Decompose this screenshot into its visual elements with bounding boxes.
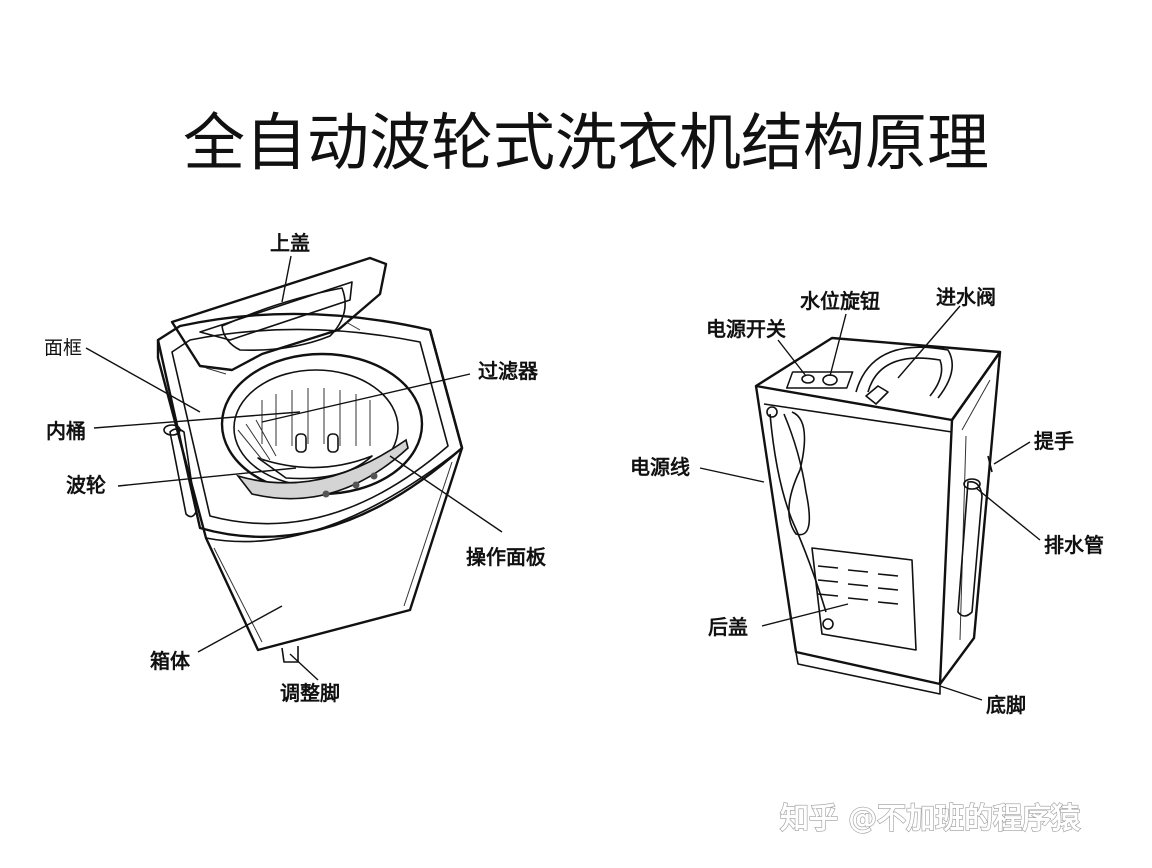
right-side-face [939, 350, 1002, 685]
label-top-lid: 上盖 [270, 231, 310, 255]
side-handle [987, 455, 993, 473]
label-cabinet: 箱体 [150, 649, 191, 673]
label-power-switch: 电源开关 [706, 317, 786, 341]
front-leader-lines [85, 255, 503, 681]
back-labels: 水位旋钮 进水阀 电源开关 电源线 提手 排水管 后盖 底脚 [630, 285, 1104, 717]
impeller-shape [257, 455, 373, 480]
label-power-cord: 电源线 [630, 455, 690, 479]
rear-cover-panel [811, 547, 917, 651]
label-rear-cover: 后盖 [708, 615, 748, 639]
base-foot [795, 651, 941, 695]
label-drain-pipe: 排水管 [1044, 533, 1104, 557]
label-inlet-valve: 进水阀 [936, 285, 996, 309]
watermark: 知乎 @不加班的程序猿 [780, 801, 1081, 835]
label-handle: 提手 [1034, 429, 1074, 453]
back-machine-illustration [754, 336, 1002, 695]
back-leader-lines [699, 305, 1041, 701]
top-frame [156, 312, 464, 539]
label-face-frame: 面框 [44, 337, 82, 359]
lid-window [221, 287, 346, 352]
diagram-title: 全自动波轮式洗衣机结构原理 [183, 106, 989, 179]
front-machine-illustration [156, 256, 464, 663]
control-panel-strip [235, 438, 409, 500]
label-adjust-foot: 调整脚 [280, 681, 340, 705]
label-base-foot: 底脚 [986, 693, 1026, 717]
label-inner-tub: 内桶 [46, 419, 86, 443]
inlet-valve [865, 385, 889, 405]
filter-mesh [237, 419, 277, 463]
top-handle-arch [855, 346, 954, 399]
water-level-knob [822, 374, 838, 386]
back-panel-outline [754, 385, 954, 686]
drain-pipe [957, 480, 983, 617]
rear-vents [817, 565, 899, 605]
front-labels: 上盖 面框 过滤器 内桶 波轮 操作面板 箱体 调整脚 [44, 231, 547, 705]
inner-tub-holes [261, 388, 371, 446]
cabinet-top-edge [205, 447, 463, 543]
label-impeller: 波轮 [66, 473, 106, 497]
label-water-level-knob: 水位旋钮 [800, 289, 880, 313]
adjust-foot [281, 646, 299, 663]
top-lid [170, 256, 388, 372]
power-switch-knob [801, 374, 815, 384]
label-control-panel: 操作面板 [466, 545, 547, 569]
power-cord [769, 413, 827, 613]
label-filter: 过滤器 [478, 359, 539, 383]
